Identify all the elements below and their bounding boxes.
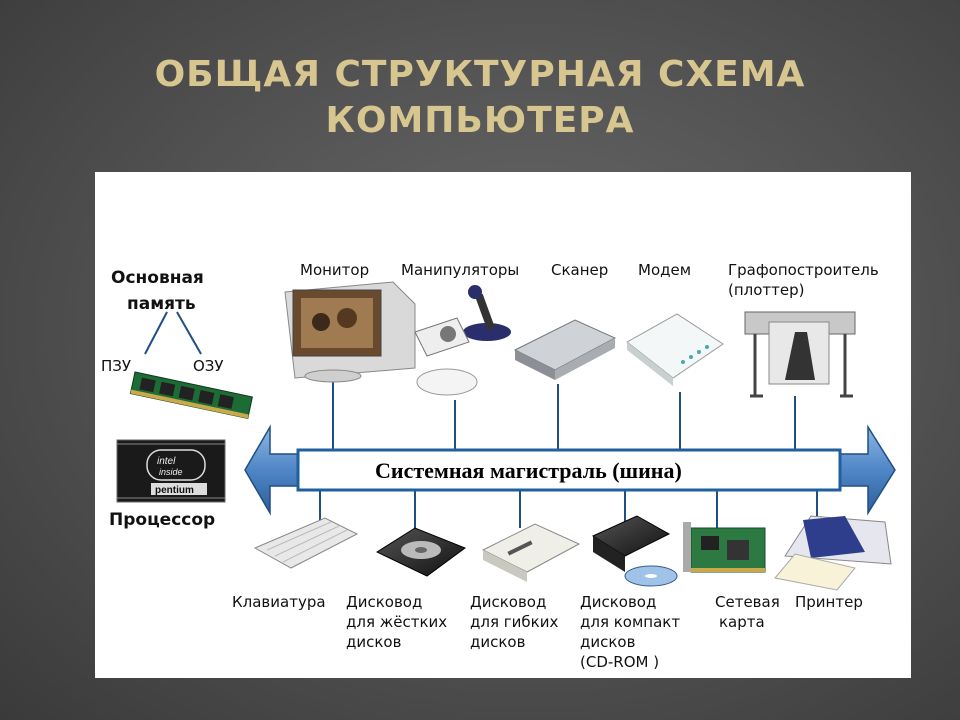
keyboard-label: Клавиатура [232,593,326,611]
hdd-label-line-2: для жёстких [346,613,448,631]
ram-label: ОЗУ [193,357,224,375]
bus-arrow-right [839,424,896,516]
plotter-label-line-1: Графопостроитель [728,261,879,279]
memory-title-line-2: память [127,294,196,314]
printer-icon [774,515,892,591]
network-card-icon [683,522,766,573]
memory-module-icon [129,371,253,420]
manipulators-label: Манипуляторы [401,261,520,279]
floppy-drive-icon [481,523,581,582]
cpu-label: Процессор [109,510,216,530]
diagram-panel: intel inside pentium [95,172,911,678]
monitor-icon [284,281,416,383]
mouse-icon [416,368,478,396]
slide-title-line-2: КОМПЬЮТЕРА [325,100,635,141]
cd-rom-icon [591,515,678,587]
cpu-chip-text-3: pentium [155,485,194,496]
trackpad-icon [414,317,470,357]
fdd-label-line-1: Дисковод [470,593,547,611]
monitor-label: Монитор [300,261,370,279]
plotter-icon [744,311,856,398]
hdd-label-line-3: дисков [346,633,402,651]
scanner-icon [513,319,617,380]
cd-label-line-4: (CD-ROM ) [580,653,660,671]
slide-title: ОБЩАЯ СТРУКТУРНАЯ СХЕМА КОМПЬЮТЕРА [0,52,960,144]
cd-label-line-2: для компакт [580,613,681,631]
hdd-label-line-1: Дисковод [346,593,423,611]
system-bus-arrow [244,424,896,516]
slide-title-line-1: ОБЩАЯ СТРУКТУРНАЯ СХЕМА [154,54,806,95]
keyboard-icon [253,517,359,569]
printer-label: Принтер [795,593,863,611]
bottom-connectors [319,490,818,528]
joystick-icon [463,285,511,341]
modem-label: Модем [638,261,692,279]
scanner-label: Сканер [551,261,609,279]
modem-icon [626,313,724,386]
system-bus-label: Системная магистраль (шина) [375,458,682,483]
fdd-label-line-2: для гибких [470,613,559,631]
cpu-chip-text-1: intel [157,456,176,467]
plotter-label-line-2: (плоттер) [728,281,805,299]
cpu-chip-icon: intel inside pentium [116,439,226,503]
cd-label-line-3: дисков [580,633,636,651]
network-label-line-1: Сетевая [715,593,780,611]
memory-title-line-1: Основная [111,268,204,288]
cpu-chip-text-2: inside [159,467,183,477]
hard-disk-icon [375,527,467,577]
top-connectors [332,380,796,450]
memory-tree [144,311,202,355]
rom-label: ПЗУ [101,357,132,375]
diagram-graphics: intel inside pentium [116,281,896,591]
bus-body [296,448,842,492]
fdd-label-line-3: дисков [470,633,526,651]
network-label-line-2: карта [719,613,765,631]
cd-label-line-1: Дисковод [580,593,657,611]
bus-arrow-left [244,424,299,516]
